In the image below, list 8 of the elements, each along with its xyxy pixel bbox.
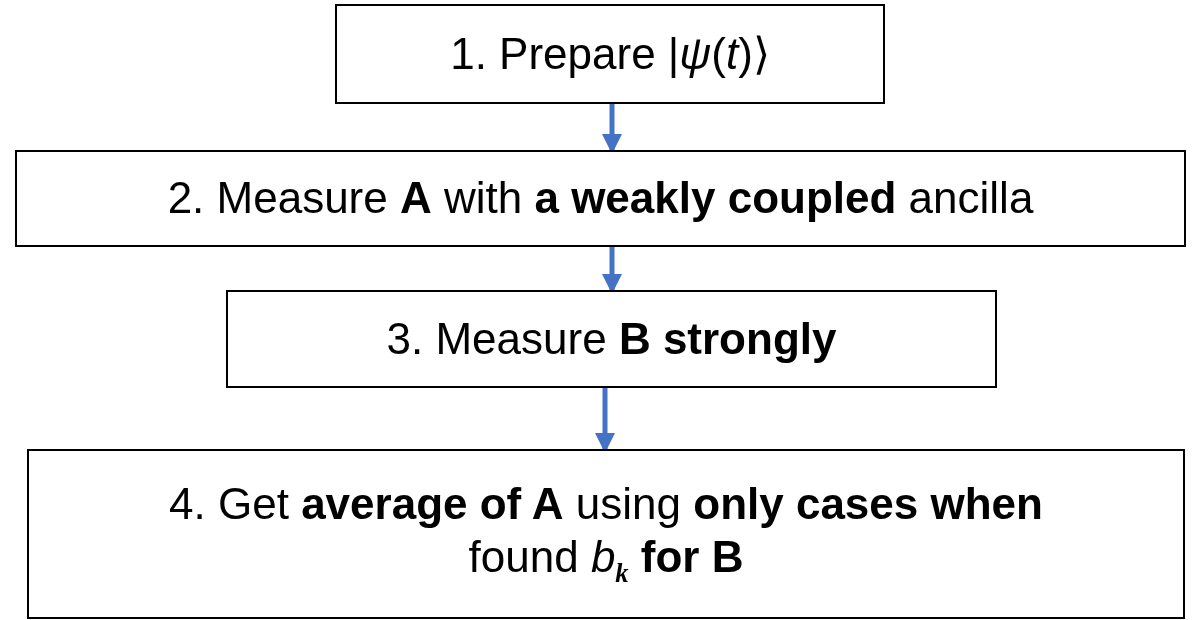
process-box xyxy=(226,290,997,388)
step-text: 4. Get average of A using only cases when found b$_{k}$ for B xyxy=(168,478,1044,590)
process-box xyxy=(15,150,1186,247)
process-box xyxy=(27,449,1185,619)
process-box xyxy=(335,4,885,104)
step-text: 2. Measure A with a weakly coupled ancilla xyxy=(167,172,1034,225)
step-text: 1. Prepare |ψ(t)⟩ xyxy=(450,27,770,80)
step-text: 3. Measure B strongly xyxy=(386,312,837,365)
